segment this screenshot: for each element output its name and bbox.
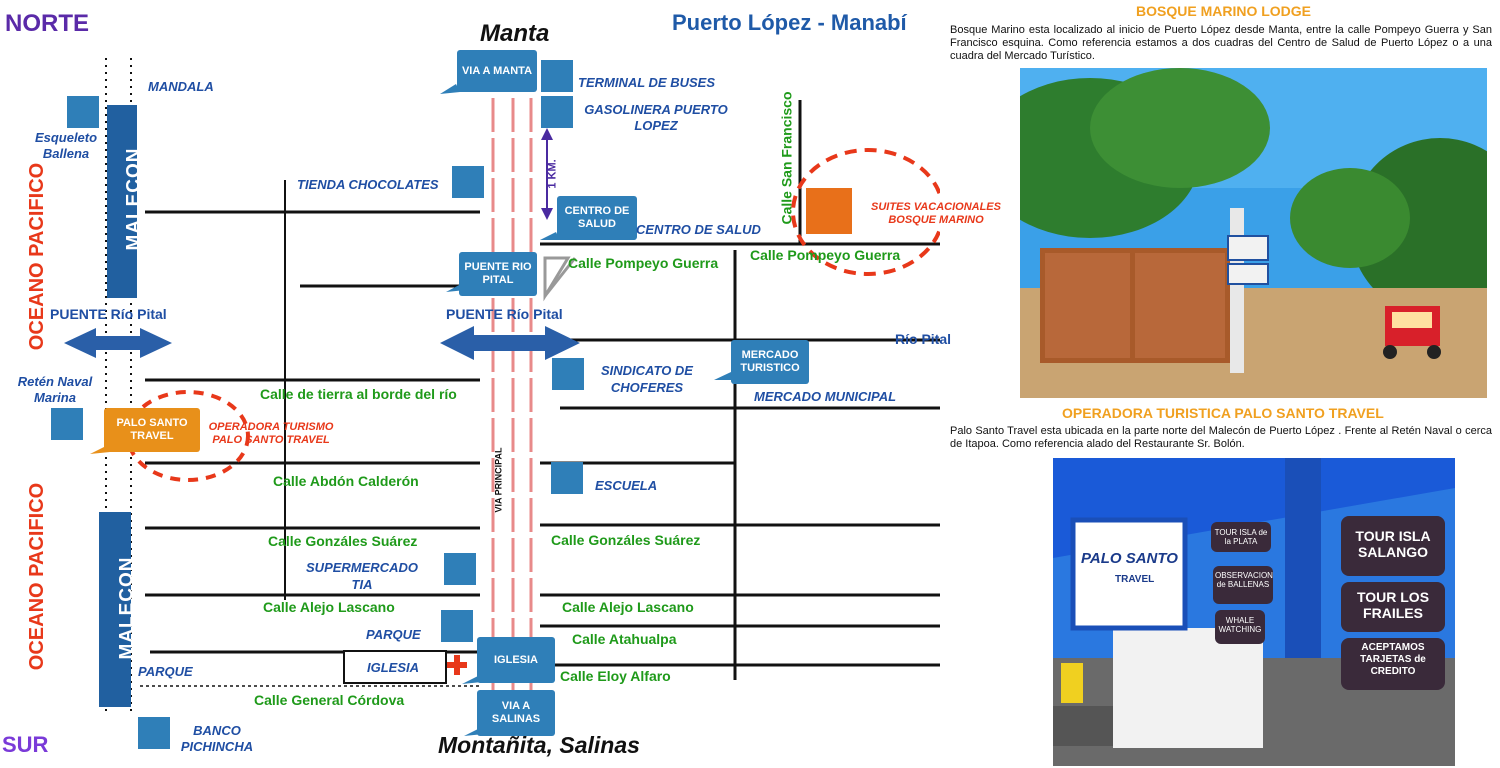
- callout-centro-salud: CENTRO DE SALUD: [557, 196, 637, 240]
- label-eloy: Calle Eloy Alfaro: [560, 668, 671, 684]
- north-label: NORTE: [5, 10, 89, 37]
- city-title: Puerto López - Manabí: [672, 10, 907, 35]
- label-rio-pital: Río Pital: [895, 331, 952, 347]
- lodge-description: Bosque Marino esta localizado al inicio …: [950, 24, 1492, 62]
- via-principal-label: VIA PRINCIPAL: [493, 447, 504, 513]
- label-centro-salud: CENTRO DE SALUD: [636, 222, 761, 237]
- sign-brand: PALO SANTO: [1081, 550, 1178, 567]
- lodge-title: BOSQUE MARINO LODGE: [1136, 3, 1312, 19]
- callout-mercado: MERCADO TURISTICO: [731, 340, 809, 384]
- pointer-mercado: [714, 372, 735, 380]
- iglesia-outline: [343, 650, 447, 684]
- sign-tour-plata: TOUR ISLA de la PLATA: [1214, 528, 1268, 546]
- malecon-bar-north: [107, 105, 137, 298]
- label-operadora: OPERADORA TURISMO PALO SANTO TRAVEL: [208, 421, 334, 446]
- label-abdon: Calle Abdón Calderón: [273, 473, 419, 489]
- label-tienda: TIENDA CHOCOLATES: [297, 177, 439, 192]
- lodge-photo: [1020, 68, 1487, 398]
- operadora-title: OPERADORA TURISTICA PALO SANTO TRAVEL: [1062, 405, 1384, 421]
- sign-tarjetas: ACEPTAMOS TARJETAS de CREDITO: [1360, 642, 1426, 677]
- marker-gasolinera: [541, 96, 573, 128]
- label-banco: BANCO PICHINCHA: [180, 723, 254, 754]
- sign-whale: WHALE WATCHING: [1218, 616, 1262, 634]
- north-destination: Manta: [480, 20, 550, 47]
- marker-escuela: [551, 462, 583, 494]
- label-gasolinera: GASOLINERA PUERTO LOPEZ: [584, 102, 728, 133]
- label-iglesia: IGLESIA: [367, 660, 420, 675]
- callout-puente: PUENTE RIO PITAL: [459, 252, 537, 296]
- label-mercado-municipal: MERCADO MUNICIPAL: [754, 389, 897, 404]
- callout-iglesia: IGLESIA: [477, 637, 555, 683]
- label-cordova: Calle General Córdova: [254, 692, 405, 708]
- south-destination: Montañita, Salinas: [438, 732, 640, 758]
- ocean-label-south: OCEANO PACIFICO: [26, 482, 49, 671]
- sign-tour-salango: TOUR ISLA SALANGO: [1355, 528, 1431, 560]
- label-pompeyo-1: Calle Pompeyo Guerra: [568, 255, 719, 271]
- lodge-marker: [806, 188, 852, 234]
- label-bridge-left: PUENTE Río Pital: [50, 306, 167, 322]
- label-escuela: ESCUELA: [595, 478, 658, 493]
- label-alejo-west: Calle Alejo Lascano: [263, 599, 395, 615]
- distance-arrow-up-icon: [541, 128, 553, 140]
- south-label: SUR: [2, 732, 49, 757]
- label-san-francisco: Calle San Francisco: [778, 91, 795, 225]
- triangle-marker-edge: [543, 257, 577, 297]
- label-alejo-east: Calle Alejo Lascano: [562, 599, 694, 615]
- marker-parque: [441, 610, 473, 642]
- ocean-label-north: OCEANO PACIFICO: [26, 162, 49, 351]
- label-supermercado: SUPERMERCADO TIA: [306, 560, 418, 592]
- pointer-via-manta: [440, 84, 460, 94]
- bridge-arrow-center-icon: [440, 326, 580, 360]
- church-cross-icon: [447, 655, 467, 675]
- marker-supermercado: [444, 553, 476, 585]
- label-reten: Retén Naval Marina: [17, 374, 93, 405]
- callout-via-manta: VIA A MANTA: [457, 50, 537, 92]
- marker-sindicato: [552, 358, 584, 390]
- callout-palo-santo: PALO SANTO TRAVEL: [104, 408, 200, 452]
- label-pompeyo-2: Calle Pompeyo Guerra: [750, 247, 901, 263]
- label-parque-left: PARQUE: [138, 664, 193, 679]
- distance-arrow-down-icon: [541, 208, 553, 220]
- label-gonzales-east: Calle Gonzáles Suárez: [551, 532, 701, 548]
- label-parque-center: PARQUE: [366, 627, 421, 642]
- malecon-label-south: MALECON: [116, 556, 138, 660]
- label-bridge-center: PUENTE Río Pital: [446, 306, 563, 322]
- bridge-arrow-left-icon: [64, 328, 172, 358]
- sign-tour-frailes: TOUR LOS FRAILES: [1356, 589, 1430, 621]
- distance-label: 1 KM.: [546, 159, 559, 189]
- malecon-bar-south: [99, 512, 131, 707]
- pointer-centro-salud: [540, 232, 560, 240]
- marker-tienda: [452, 166, 484, 198]
- operadora-photo: PALO SANTO TRAVEL TOUR ISLA de la PLATA …: [1053, 458, 1455, 766]
- map-canvas: [64, 58, 940, 736]
- label-sindicato: SINDICATO DE CHOFERES: [601, 363, 693, 395]
- marker-banco: [138, 717, 170, 749]
- label-tierra: Calle de tierra al borde del río: [260, 386, 457, 402]
- marker-reten: [51, 408, 83, 440]
- label-gonzales-west: Calle Gonzáles Suárez: [268, 533, 418, 549]
- marker-terminal: [541, 60, 573, 92]
- label-mandala: MANDALA: [148, 79, 214, 94]
- malecon-label-north: MALECON: [123, 147, 145, 251]
- lodge-highlight-circle: [791, 148, 940, 276]
- marker-esqueleto: [67, 96, 99, 128]
- label-atahualpa: Calle Atahualpa: [572, 631, 677, 647]
- sign-observacion: OBSERVACION de BALLENAS: [1215, 571, 1273, 589]
- label-esqueleto: Esqueleto Ballena: [34, 130, 98, 161]
- operadora-description: Palo Santo Travel esta ubicada en la par…: [950, 425, 1492, 450]
- sign-sub: TRAVEL: [1115, 574, 1155, 585]
- callout-via-salinas: VIA A SALINAS: [477, 690, 555, 736]
- label-terminal: TERMINAL DE BUSES: [578, 75, 715, 90]
- label-suites: SUITES VACACIONALES BOSQUE MARINO: [871, 201, 1001, 226]
- triangle-marker: [543, 256, 571, 302]
